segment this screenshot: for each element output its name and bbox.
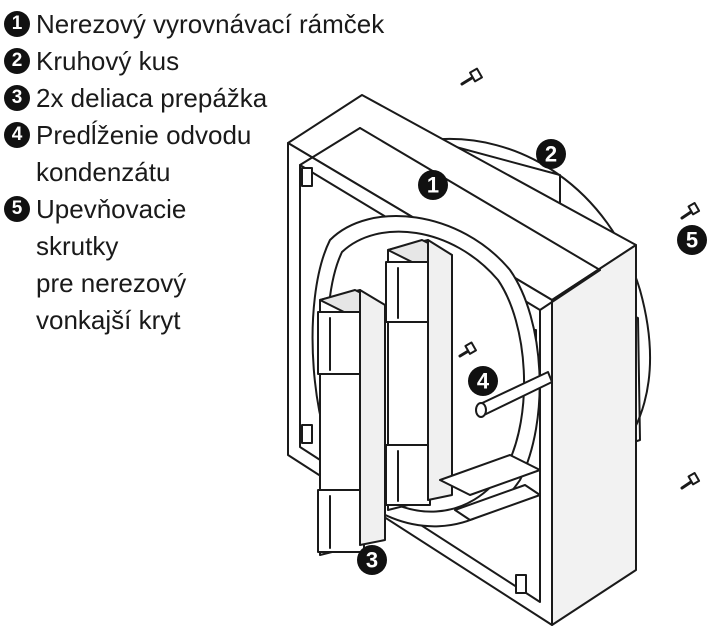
svg-text:3: 3 [366, 548, 378, 573]
legend-label: Nerezový vyrovnávací rámček [36, 9, 385, 39]
screw-right-top [680, 202, 701, 220]
callout-3: 3 [357, 545, 387, 575]
callout-2: 2 [536, 139, 566, 169]
floor-rails [439, 454, 541, 521]
legend-label: 2x deliaca prepážka [36, 83, 268, 113]
legend-number-badge: 1 [4, 11, 30, 37]
svg-text:1: 1 [427, 173, 439, 198]
callout-1: 1 [418, 170, 448, 200]
svg-text:2: 2 [545, 142, 557, 167]
legend-label: vonkajší kryt [36, 305, 181, 335]
legend-label: Upevňovacie [36, 194, 187, 224]
svg-text:4: 4 [477, 369, 490, 394]
legend-label: skrutky [36, 231, 119, 261]
callout-5: 5 [677, 225, 707, 255]
divider-left [317, 289, 386, 556]
legend-number-badge: 2 [4, 48, 30, 74]
condensate-drain [475, 371, 553, 418]
legend-label: Kruhový kus [36, 46, 180, 76]
screw-right-bottom [680, 472, 701, 490]
legend-label: kondenzátu [36, 157, 171, 187]
legend-number-badge: 4 [4, 122, 30, 148]
svg-text:5: 5 [686, 228, 698, 253]
legend-label: Predĺženie odvodu [36, 120, 252, 150]
legend-number-badge: 3 [4, 85, 30, 111]
screw-top-left [460, 67, 483, 86]
legend-number-badge: 5 [4, 196, 30, 222]
legend-label: pre nerezový [36, 268, 187, 298]
callout-4: 4 [468, 366, 498, 396]
screw-inner [458, 341, 477, 358]
divider-right [385, 239, 453, 511]
